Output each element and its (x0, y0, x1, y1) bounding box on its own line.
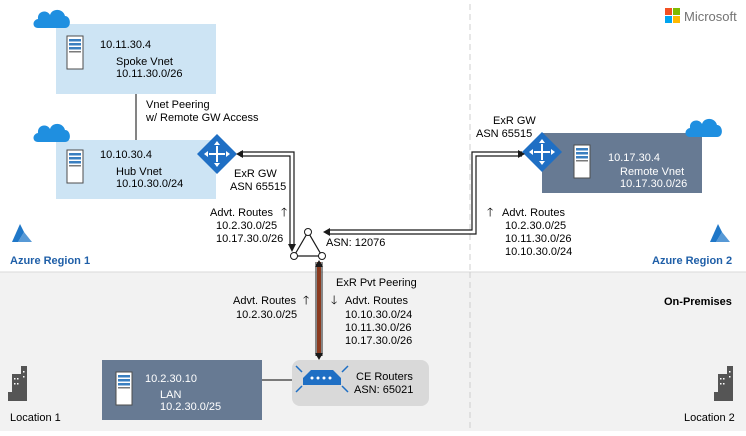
remote-gw-asn: ASN 65515 (476, 128, 532, 140)
spoke-vnet-cidr: 10.11.30.0/26 (116, 68, 182, 80)
arrow-down-icon: 🡓 (331, 293, 337, 307)
adv-route-hub-1: 10.2.30.0/25 (216, 220, 277, 232)
adv-route-remote-2: 10.11.30.0/26 (505, 233, 571, 245)
arrow-up-icon: 🡑 (303, 293, 309, 307)
server-icon (66, 35, 84, 70)
remote-gw-name: ExR GW (493, 115, 536, 127)
hub-vnet-cidr: 10.10.30.0/24 (116, 178, 183, 190)
adv-route-up-1: 10.2.30.0/25 (236, 309, 297, 321)
lan-name: LAN (160, 389, 181, 401)
hub-gw-asn: ASN 65515 (230, 181, 286, 193)
remote-vnet-cidr: 10.17.30.0/26 (620, 178, 687, 190)
spoke-vnet-name: Spoke Vnet (116, 56, 173, 68)
ce-routers-asn: ASN: 65021 (354, 384, 413, 396)
hub-gw-name: ExR GW (234, 168, 277, 180)
exr-pvt-peering-label: ExR Pvt Peering (336, 277, 417, 289)
adv-routes-up-title: Advt. Routes (233, 295, 296, 307)
expressroute-connection-remote (323, 150, 525, 236)
microsoft-wordmark: Microsoft (684, 9, 737, 24)
adv-routes-remote-title: Advt. Routes (502, 207, 565, 219)
remote-vnet-ip: 10.17.30.4 (608, 152, 660, 164)
adv-route-remote-1: 10.2.30.0/25 (505, 220, 566, 232)
msee-asn: ASN: 12076 (326, 237, 385, 249)
adv-routes-hub-title: Advt. Routes (210, 207, 273, 219)
vnet-peering-label: Vnet Peering (146, 99, 210, 111)
location-1-label: Location 1 (10, 412, 61, 424)
server-icon (573, 144, 591, 179)
remote-vnet-box (542, 133, 702, 193)
server-icon (115, 371, 133, 406)
server-icon (66, 149, 84, 184)
ce-routers-name: CE Routers (356, 371, 413, 383)
exr-private-peering-link (315, 260, 323, 360)
microsoft-logo: Microsoft (665, 8, 737, 24)
vnet-peering-sublabel: w/ Remote GW Access (145, 112, 259, 124)
adv-route-down-3: 10.17.30.0/26 (345, 335, 412, 347)
region-1-label: Azure Region 1 (10, 255, 90, 267)
router-icon (295, 365, 349, 393)
azure-logo-icon (12, 224, 32, 242)
remote-vnet-name: Remote Vnet (620, 166, 684, 178)
arrow-up-icon: 🡑 (487, 205, 493, 219)
expressroute-connection-hub (236, 150, 296, 252)
location-2-label: Location 2 (684, 412, 735, 424)
azure-logo-icon (710, 224, 730, 242)
adv-route-remote-3: 10.10.30.0/24 (505, 246, 572, 258)
adv-route-hub-2: 10.17.30.0/26 (216, 233, 283, 245)
lan-cidr: 10.2.30.0/25 (160, 401, 221, 413)
region-2-label: Azure Region 2 (652, 255, 732, 267)
hub-vnet-name: Hub Vnet (116, 166, 162, 178)
adv-routes-down-title: Advt. Routes (345, 295, 408, 307)
lan-ip: 10.2.30.10 (145, 373, 197, 385)
spoke-vnet-ip: 10.11.30.4 (100, 39, 151, 51)
msee-router-triangle (290, 228, 326, 260)
adv-route-down-1: 10.10.30.0/24 (345, 309, 412, 321)
arrow-up-icon: 🡑 (281, 205, 287, 219)
adv-route-down-2: 10.11.30.0/26 (345, 322, 411, 334)
on-premises-label: On-Premises (664, 296, 732, 308)
hub-vnet-ip: 10.10.30.4 (100, 149, 152, 161)
